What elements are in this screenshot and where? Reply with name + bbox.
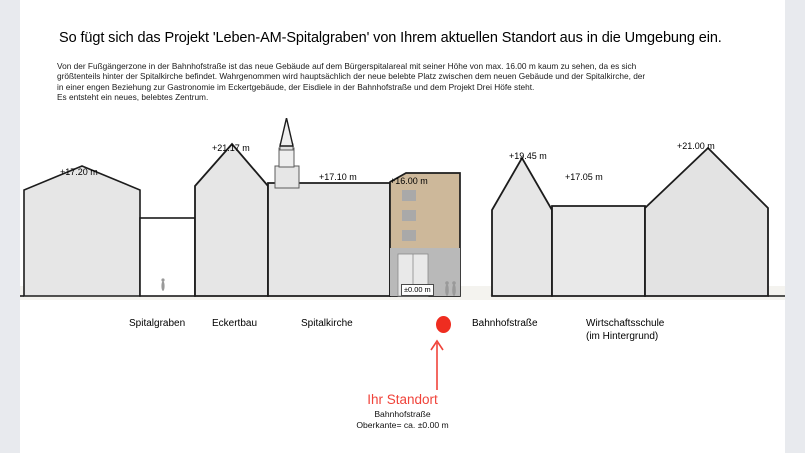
standort-street: Bahnhofstraße [374, 409, 431, 419]
caption-spitalkirche: Spitalkirche [301, 318, 353, 329]
height-label-bahnhofstrasse-gable: +19.45 m [509, 151, 547, 161]
church-tower-base [274, 165, 300, 189]
height-label-spitalkirche: +17.10 m [319, 172, 357, 182]
person-head-a [445, 281, 449, 285]
height-label-spitalgraben: +17.20 m [60, 167, 98, 177]
church-tower-shaft [278, 147, 295, 168]
church-spire [279, 118, 294, 147]
caption-bahnhofstrasse: Bahnhofstraße [472, 318, 538, 329]
person-head-b [452, 281, 456, 285]
person-figure-left [161, 281, 165, 291]
caption-spitalgraben: Spitalgraben [129, 318, 186, 329]
standort-elevation: Oberkante= ca. ±0.00 m [356, 420, 449, 430]
building-eckertbau [194, 142, 269, 297]
building-wirtschaftsschule [644, 146, 769, 297]
person-head-left [161, 278, 165, 282]
standort-title: Ihr Standort [367, 392, 438, 407]
neubau-window-2 [402, 210, 416, 221]
height-label-wirtschaftsschule: +21.00 m [677, 141, 715, 151]
standort-arrow [426, 337, 448, 392]
height-label-neubau: +16.00 m [390, 176, 428, 186]
height-label-bahnhofstrasse-eaves: +17.05 m [565, 172, 603, 182]
caption-eckertbau: Eckertbau [212, 318, 258, 329]
description-line-1: Von der Fußgängerzone in der Bahnhofstra… [57, 61, 637, 71]
building-bahnhofstrasse-eaves [551, 205, 646, 297]
courtyard-gap [139, 217, 196, 297]
person-figure-b [452, 284, 456, 296]
elevation-drawing [20, 118, 785, 308]
description-paragraph: Von der Fußgängerzone in der Bahnhofstra… [57, 61, 747, 103]
description-line-2: größtenteils hinter der Spitalkirche bef… [57, 71, 646, 82]
description-line-4: Es entsteht ein neues, belebtes Zentrum. [57, 92, 209, 103]
building-spitalgraben [23, 165, 141, 297]
caption-wirtschaftsschule: Wirtschaftsschule [586, 318, 665, 329]
slide-page: So fügt sich das Projekt 'Leben-AM-Spita… [20, 0, 785, 453]
standort-marker-dot [436, 316, 451, 333]
person-figure-a [445, 284, 449, 296]
page-title: So fügt sich das Projekt 'Leben-AM-Spita… [59, 30, 722, 46]
height-label-eckertbau: +21.17 m [212, 143, 250, 153]
description-line-3: in einer engen Beziehung zur Gastronomie… [57, 81, 535, 92]
neubau-window-1 [402, 190, 416, 201]
neubau-window-3 [402, 230, 416, 241]
caption-row: Spitalgraben Eckertbau Spitalkirche Bahn… [20, 312, 785, 352]
height-label-ground-zero: ±0.00 m [401, 284, 434, 296]
building-spitalkirche [267, 182, 391, 297]
caption-wirtschaftsschule-note: (im Hintergrund) [586, 331, 659, 342]
building-bahnhofstrasse-gable [491, 156, 553, 297]
